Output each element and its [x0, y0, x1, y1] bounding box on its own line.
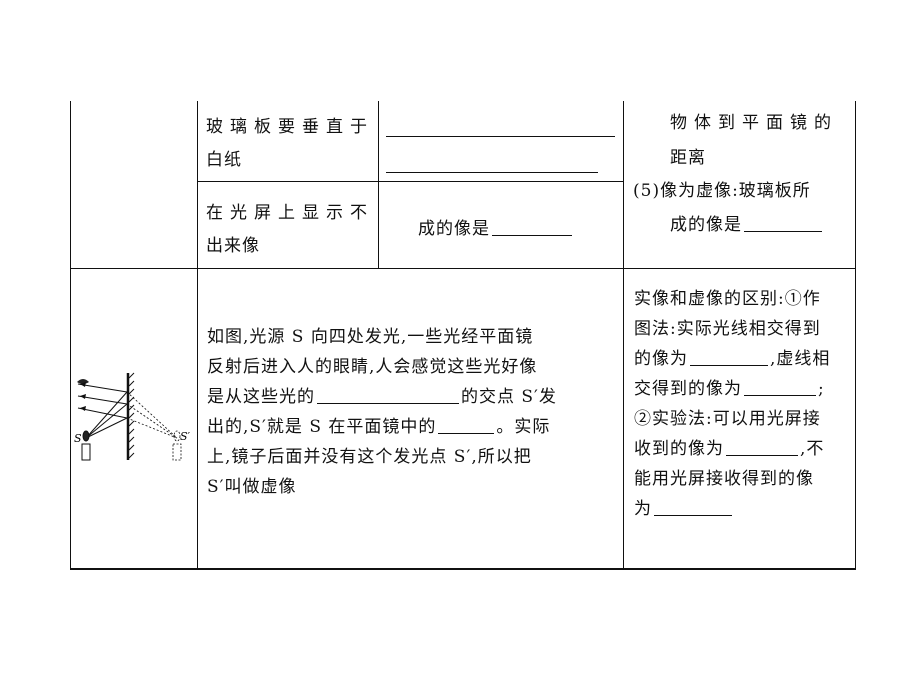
reflected-rays [77, 383, 128, 419]
row1-col1-line2: 白纸 [206, 150, 242, 170]
answer-blank-10[interactable] [654, 497, 732, 516]
row1-col3-line2: 距离 [670, 148, 706, 168]
answer-blank-3[interactable] [744, 213, 822, 232]
answer-blank-8[interactable] [744, 377, 816, 396]
para-line-4: 出的,S′就是 S 在平面镜中的 。实际 [207, 412, 557, 442]
row1-col3-line1: 物体到平面镜的 [670, 113, 838, 133]
eye-icon [77, 379, 89, 384]
right-line-6-end: ,不 [800, 439, 825, 459]
row1-col3-line4: 成的像是 [670, 210, 824, 240]
row2-col2-text: 成的像是 [418, 219, 490, 239]
para-line-6: S′叫做虚像 [207, 477, 297, 497]
answer-blank-7[interactable] [690, 347, 768, 366]
para-line-2: 反射后进入人的眼睛,人会感觉这些光好像 [207, 357, 538, 377]
explanation-paragraph: 如图,光源 S 向四处发光,一些光经平面镜 反射后进入人的眼睛,人会感觉这些光好… [207, 322, 557, 502]
table-border-left [70, 101, 71, 569]
row1-col1-line1: 玻璃板要垂直于 [206, 117, 374, 137]
ray-arrows [80, 382, 86, 411]
right-line-8-start: 为 [634, 499, 652, 519]
para-line-4-start: 出的,S′就是 S 在平面镜中的 [207, 417, 437, 437]
para-line-3-start: 是从这些光的 [207, 387, 315, 407]
para-line-4-end: 。实际 [496, 417, 551, 437]
right-line-8: 为 [634, 494, 830, 524]
para-line-3-end: 的交点 S′发 [461, 387, 557, 407]
right-line-3-end: ,虚线相 [770, 349, 831, 369]
para-line-1: 如图,光源 S 向四处发光,一些光经平面镜 [207, 327, 534, 347]
col-divider-3 [623, 101, 624, 569]
mirror-reflection-diagram: S S′ [74, 372, 191, 461]
right-line-6: 收到的像为 ,不 [634, 434, 830, 464]
label-s: S [74, 432, 82, 445]
right-line-2: 图法:实际光线相交得到 [634, 319, 821, 339]
right-line-5: ②实验法:可以用光屏接 [634, 409, 821, 429]
row2-col1-line2: 出来像 [206, 236, 260, 256]
row1-col3-line4-text: 成的像是 [670, 215, 742, 235]
candle-source [81, 430, 91, 461]
incident-rays [85, 391, 128, 439]
answer-blank-4[interactable] [492, 217, 572, 236]
right-line-1: 实像和虚像的区别:①作 [634, 289, 821, 309]
col-divider-2 [378, 101, 379, 269]
answer-blank-9[interactable] [726, 437, 798, 456]
row-divider-inner [197, 181, 623, 182]
right-line-3-start: 的像为 [634, 349, 688, 369]
answer-blank-2[interactable] [386, 172, 598, 173]
row2-col1-line1: 在光屏上显示不 [206, 203, 374, 223]
row1-col3-line3: (5)像为虚像:玻璃板所 [633, 181, 811, 201]
answer-blank-6[interactable] [438, 415, 495, 434]
mirror-hatching [128, 372, 135, 459]
table-border-bottom [70, 568, 856, 570]
row-divider-main [70, 268, 856, 269]
right-line-6-start: 收到的像为 [634, 439, 724, 459]
virtual-ray-extensions [126, 391, 178, 439]
para-line-3: 是从这些光的 的交点 S′发 [207, 382, 557, 412]
real-virtual-difference: 实像和虚像的区别:①作 图法:实际光线相交得到 的像为,虚线相 交得到的像为; … [634, 284, 830, 524]
right-line-4-end: ; [818, 379, 825, 399]
answer-blank-1[interactable] [386, 136, 615, 137]
right-line-3: 的像为 ,虚线相 [634, 344, 830, 374]
label-s-prime: S′ [180, 430, 191, 443]
right-line-4: 交得到的像为; [634, 374, 830, 404]
row2-col2-line: 成的像是 [418, 214, 574, 244]
right-line-4-start: 交得到的像为 [634, 379, 742, 399]
table-border-right [855, 101, 856, 569]
answer-blank-5[interactable] [317, 385, 459, 404]
col-divider-1 [197, 101, 198, 569]
para-line-5: 上,镜子后面并没有这个发光点 S′,所以把 [207, 447, 532, 467]
right-line-7: 能用光屏接收得到的像 [634, 469, 814, 489]
candle-virtual-image [172, 430, 182, 461]
